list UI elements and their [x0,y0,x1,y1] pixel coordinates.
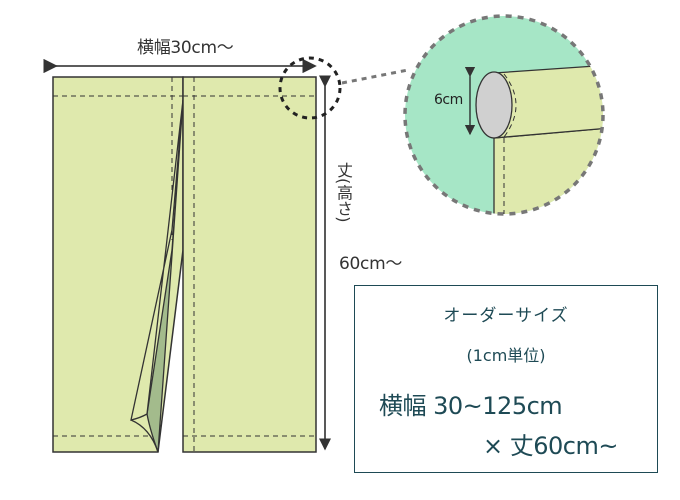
curtain-fold-corner [130,99,184,453]
height-value-label: 60cm〜 [339,254,403,274]
detail-indicator [278,56,409,120]
order-unit-note: (1cm単位) [466,346,546,365]
height-label: 丈(高さ) [334,162,353,223]
width-label: 横幅30cm〜 [137,38,234,58]
order-size-box: オーダーサイズ (1cm単位) 横幅 30~125cm × 丈60cm~ [354,285,658,473]
detail-zoom-circle [403,14,605,216]
curtain-right-panel [182,76,317,453]
rod-pocket-size-label: 6cm [434,92,463,108]
order-size-title: オーダーサイズ [443,306,569,326]
order-width-range: 横幅 30~125cm [379,392,563,420]
order-height-range: × 丈60cm~ [483,432,618,460]
